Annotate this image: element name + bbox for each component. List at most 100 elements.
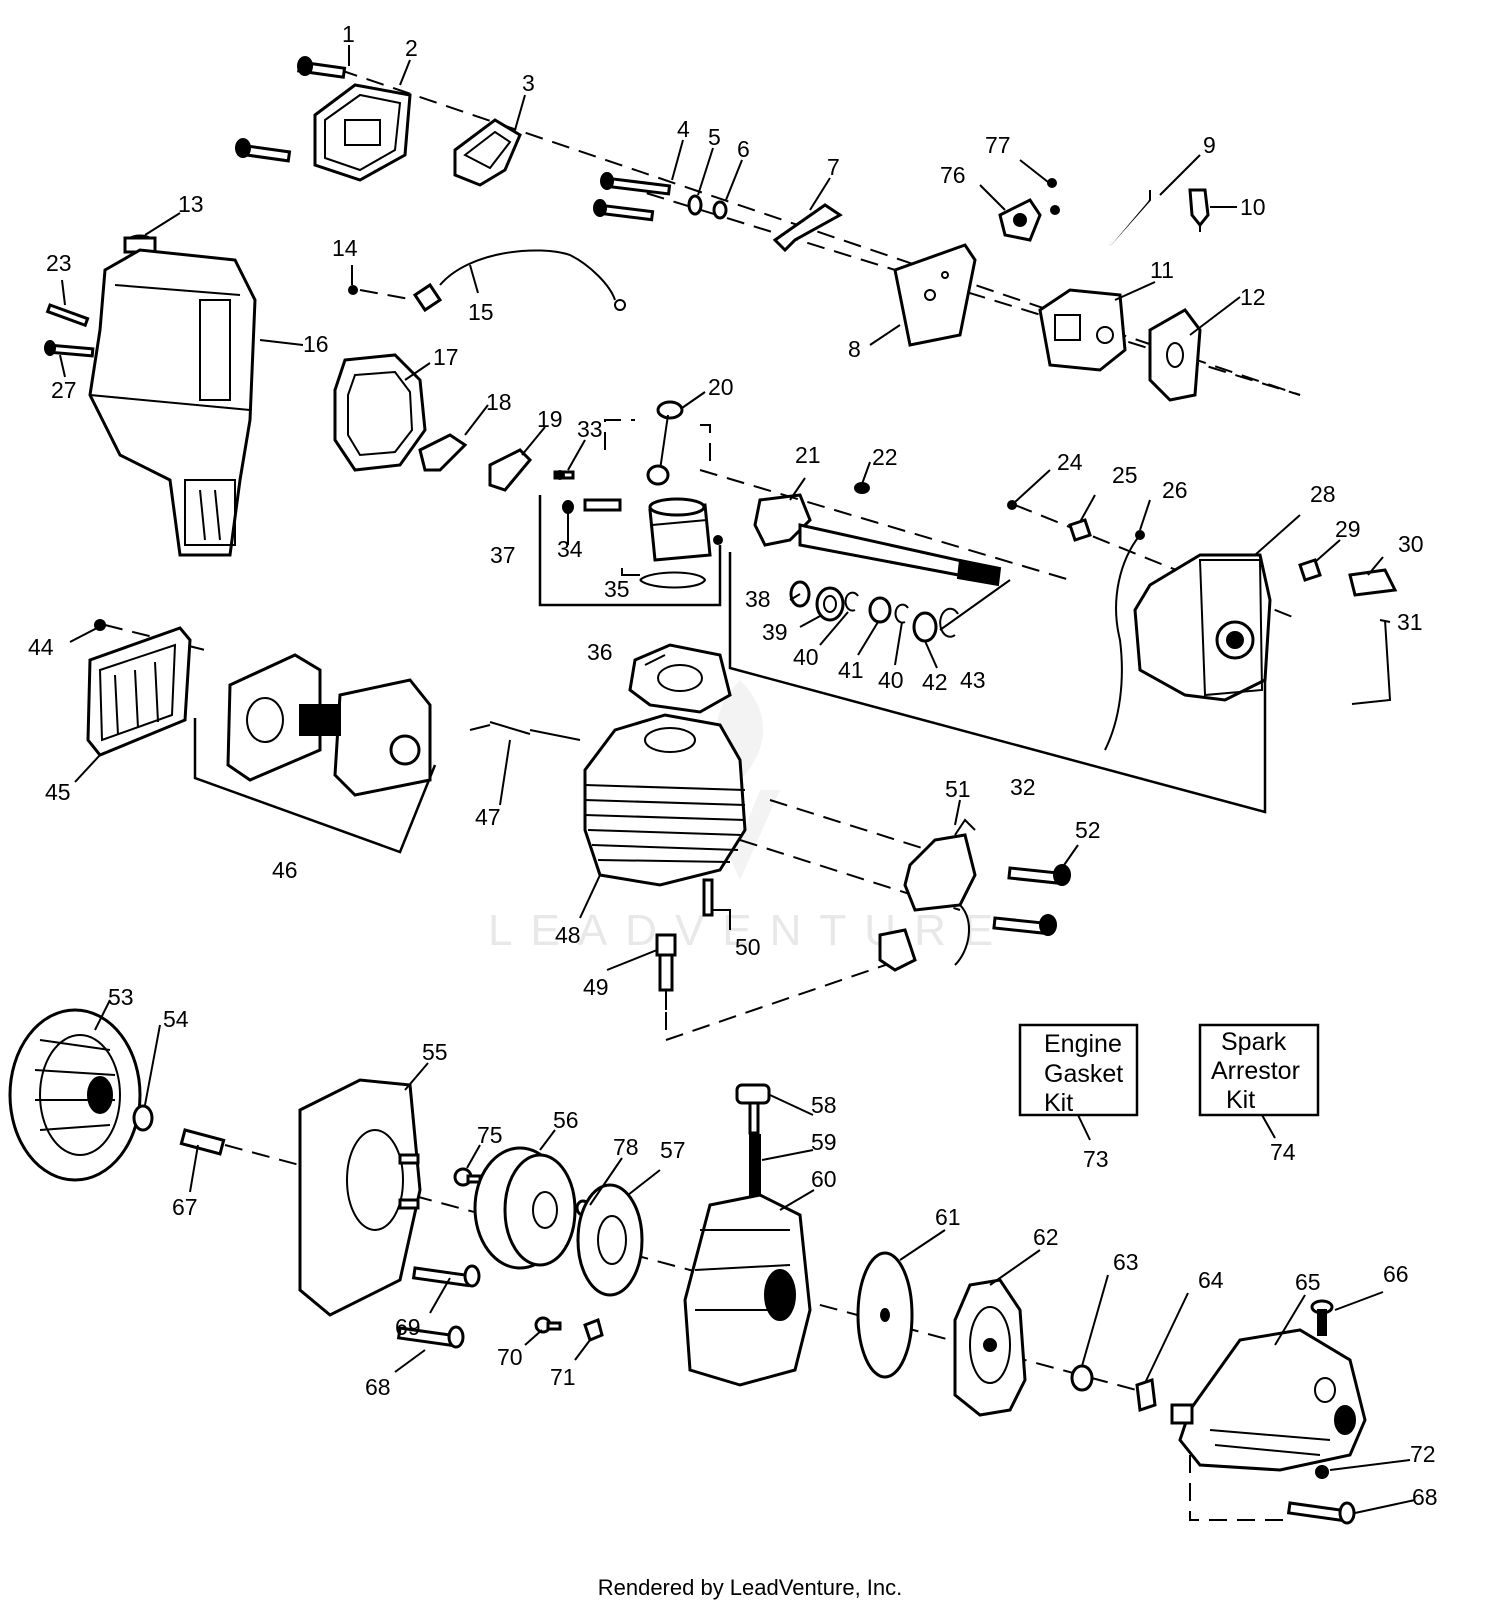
axis-crank — [699, 469, 1071, 581]
callout-76: 76 — [940, 162, 966, 188]
axis-68 — [1189, 1455, 1290, 1521]
part-50-screw — [702, 878, 714, 917]
part-34-retainer — [562, 500, 574, 514]
callout-6: 6 — [737, 136, 750, 162]
part-21-crankshaft — [753, 493, 1002, 587]
part-14-screw — [348, 285, 358, 295]
part-70-screw — [534, 1316, 562, 1334]
callout-35: 35 — [604, 576, 630, 602]
leader-43 — [939, 579, 1011, 631]
callout-1: 1 — [342, 21, 355, 47]
callout-57: 57 — [660, 1137, 686, 1163]
callout-17: 17 — [433, 344, 459, 370]
part-57-starter-ratchet — [576, 1183, 644, 1297]
callout-50: 50 — [735, 934, 761, 960]
callout-73: 73 — [1083, 1146, 1109, 1172]
part-46-muffler — [226, 653, 432, 797]
part-63-washer — [1070, 1364, 1094, 1392]
callout-68-b: 68 — [1412, 1484, 1438, 1510]
callout-8: 8 — [848, 336, 861, 362]
callout-9: 9 — [1203, 132, 1216, 158]
callout-39: 39 — [762, 619, 788, 645]
kit-74-line-1: Spark — [1221, 1028, 1287, 1056]
part-40-retaining-ring-2 — [894, 603, 909, 624]
part-18-reed-gasket — [418, 433, 468, 472]
part-33-screw — [553, 470, 575, 480]
kit-73-line-1: Engine — [1044, 1030, 1122, 1058]
kit-74-line-3: Kit — [1226, 1086, 1255, 1114]
part-5-washer — [687, 194, 703, 216]
callout-60: 60 — [811, 1166, 837, 1192]
part-27-screw — [44, 340, 95, 358]
leader-50 — [712, 909, 731, 930]
callout-54: 54 — [163, 1006, 189, 1032]
callout-27: 27 — [51, 377, 77, 403]
part-64-nut — [1135, 1377, 1157, 1413]
part-67-spacer — [179, 1128, 226, 1156]
callout-43: 43 — [960, 667, 986, 693]
part-75-screw — [453, 1167, 482, 1187]
callout-13: 13 — [178, 191, 204, 217]
callout-47: 47 — [475, 804, 501, 830]
callout-18: 18 — [486, 389, 512, 415]
part-29-fitting — [1298, 558, 1322, 582]
callout-78: 78 — [613, 1134, 639, 1160]
callout-34: 34 — [557, 536, 583, 562]
part-51-ignition-module — [878, 818, 977, 972]
callout-69: 69 — [395, 1314, 421, 1340]
part-68-screw — [396, 1325, 465, 1349]
spark-arrestor-kit-box — [1198, 1023, 1320, 1117]
callout-68: 68 — [365, 1374, 391, 1400]
part-16-engine-housing — [88, 248, 257, 557]
callout-23: 23 — [46, 250, 72, 276]
callout-22: 22 — [872, 444, 898, 470]
part-53-flywheel — [8, 1008, 142, 1182]
callout-42: 42 — [922, 669, 948, 695]
part-47-spring — [469, 721, 581, 741]
callout-20: 20 — [708, 374, 734, 400]
part-58-starter-handle — [735, 1083, 771, 1135]
footer-credit: Rendered by LeadVenture, Inc. — [597, 1575, 903, 1600]
callout-53: 53 — [108, 984, 134, 1010]
callout-32: 32 — [1010, 774, 1036, 800]
part-34-retainer-right — [713, 535, 723, 545]
axis-14-15 — [359, 289, 416, 301]
callout-3: 3 — [522, 70, 535, 96]
part-66-screw — [1310, 1299, 1334, 1336]
callout-25: 25 — [1112, 462, 1138, 488]
part-1-screw — [297, 56, 347, 79]
part-77-screw-2 — [1050, 205, 1060, 215]
leader-lines — [59, 45, 1416, 1514]
leader-35 — [621, 568, 640, 576]
callout-71: 71 — [550, 1364, 576, 1390]
callout-67: 67 — [172, 1194, 198, 1220]
callout-36: 36 — [587, 639, 613, 665]
callout-2: 2 — [405, 35, 418, 61]
part-3-air-filter — [453, 118, 522, 187]
part-23-screw — [45, 303, 90, 328]
callout-28: 28 — [1310, 481, 1336, 507]
bracket-46 — [193, 718, 437, 854]
part-35-piston-ring — [639, 571, 707, 589]
part-69-screw — [411, 1264, 481, 1288]
callout-4: 4 — [677, 116, 690, 142]
engine-gasket-kit-box — [1018, 1023, 1139, 1117]
part-68-screw-lower — [1286, 1501, 1356, 1525]
part-42-seal — [912, 611, 938, 643]
part-48-cylinder — [583, 713, 747, 887]
callout-45: 45 — [45, 779, 71, 805]
callout-33: 33 — [577, 416, 603, 442]
bracket-32 — [728, 552, 1267, 814]
callout-64: 64 — [1198, 1267, 1224, 1293]
callout-66: 66 — [1383, 1261, 1409, 1287]
callout-11: 11 — [1150, 257, 1174, 283]
callout-62: 62 — [1033, 1224, 1059, 1250]
part-25-clamp — [1068, 518, 1092, 542]
part-60-recoil-housing — [683, 1193, 812, 1387]
callout-75: 75 — [477, 1122, 503, 1148]
part-52-screw-lower — [992, 914, 1057, 936]
callout-48: 48 — [555, 922, 581, 948]
callout-65: 65 — [1295, 1269, 1321, 1295]
callout-55: 55 — [422, 1039, 448, 1065]
